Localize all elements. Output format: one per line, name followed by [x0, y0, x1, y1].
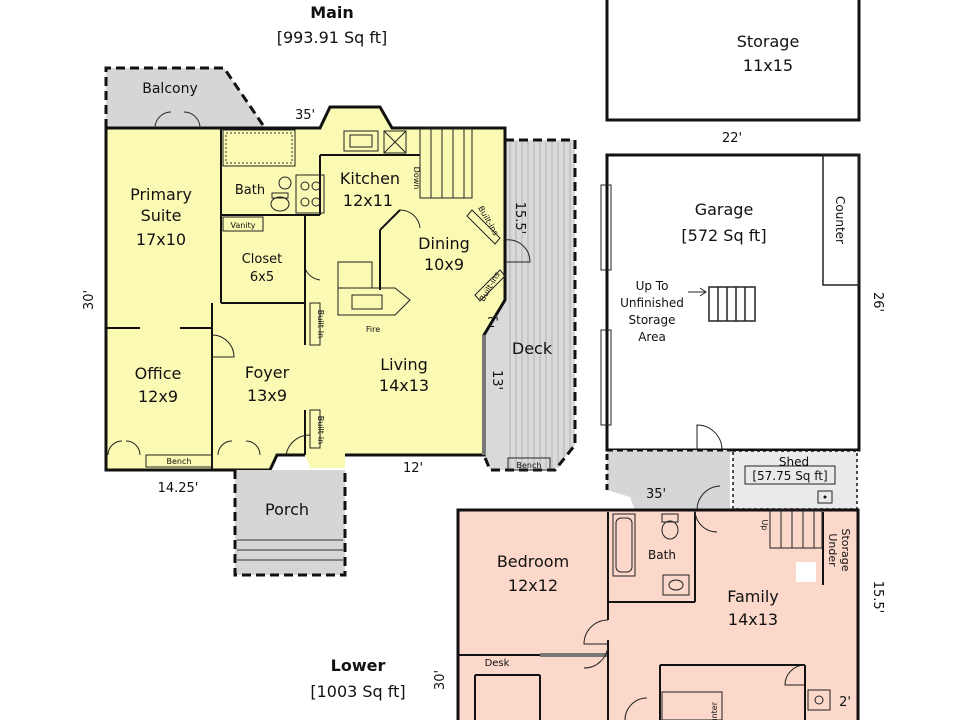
fire-label: Fire — [366, 325, 380, 334]
dining-label: Dining — [418, 234, 470, 253]
office-size: 12x9 — [138, 387, 178, 406]
balcony-label: Balcony — [142, 81, 198, 97]
closet-label: Closet — [242, 252, 283, 267]
storage-size: 11x15 — [743, 56, 793, 75]
stairs-up-label: Up — [760, 520, 769, 531]
garage: Counter Garage [572 Sq ft] Up To Unfinis… — [600, 153, 861, 452]
deck-side-dimension: 15.5' — [512, 202, 527, 235]
main-floor: Bath Vanity Down Fire Built-In Built-In … — [104, 105, 531, 472]
lower-floor-area: [1003 Sq ft] — [310, 682, 405, 701]
main-top-dimension: 35' — [295, 108, 315, 123]
shed-label: Shed — [779, 455, 809, 469]
deck-2-dimension: 2' — [487, 316, 499, 331]
family-size: 14x13 — [728, 610, 778, 629]
garage-area: [572 Sq ft] — [681, 226, 766, 245]
storage-under-label-2: Under — [826, 533, 839, 567]
unfinished-label-1: Up To — [636, 279, 669, 293]
dining-size: 10x9 — [424, 255, 464, 274]
primary-suite-size: 17x10 — [136, 230, 186, 249]
kitchen-label: Kitchen — [340, 169, 400, 188]
storage-room: Storage 11x15 — [605, 0, 861, 122]
living-size: 14x13 — [379, 376, 429, 395]
lower-bath-label: Bath — [648, 548, 676, 562]
unfinished-label-3: Storage — [629, 313, 676, 327]
deck-bench-label: Bench — [517, 461, 542, 470]
primary-suite-label-2: Suite — [141, 206, 182, 225]
vanity-label: Vanity — [231, 221, 256, 230]
main-bottom-left-dimension: 14.25' — [158, 481, 199, 496]
deck-13-dimension: 13' — [489, 370, 504, 390]
living-label: Living — [380, 355, 428, 374]
lower-right-dimension: 15.5' — [870, 581, 885, 614]
porch-label: Porch — [265, 500, 309, 519]
main-bath-label: Bath — [235, 183, 265, 198]
lower-floor: Bath Up Storage Under Desk Counter Bedro… — [456, 508, 860, 720]
deck: Bench Deck — [482, 138, 577, 472]
office-label: Office — [135, 364, 182, 383]
deck-label: Deck — [512, 339, 553, 358]
shed-area: [57.75 Sq ft] — [752, 469, 827, 483]
lower-counter-label: Counter — [710, 701, 719, 720]
closet-size: 6x5 — [250, 270, 274, 285]
living-builtin-label-2: Built-In — [316, 416, 325, 444]
storage-under-label-1: Storage — [839, 528, 852, 571]
unfinished-label-2: Unfinished — [620, 296, 684, 310]
lower-left-dimension: 30' — [433, 670, 448, 690]
kitchen-size: 12x11 — [343, 191, 393, 210]
shed: Shed [57.75 Sq ft] — [605, 448, 858, 511]
balcony: Balcony — [104, 66, 267, 129]
stairs-down-label: Down — [412, 167, 421, 190]
bedroom-label: Bedroom — [497, 552, 569, 571]
living-builtin-label-1: Built-In — [316, 310, 325, 338]
garage-counter-label: Counter — [833, 196, 847, 244]
main-floor-area: [993.91 Sq ft] — [277, 28, 388, 47]
desk-label: Desk — [485, 658, 510, 669]
unfinished-label-4: Area — [638, 330, 666, 344]
main-floor-title: Main — [310, 3, 354, 22]
office-bench-label: Bench — [167, 457, 192, 466]
primary-suite-label-1: Primary — [130, 185, 192, 204]
main-left-dimension: 30' — [82, 290, 97, 310]
lower-2-dimension: 2' — [839, 695, 851, 710]
foyer-label: Foyer — [245, 363, 290, 382]
storage-label: Storage — [737, 32, 800, 51]
garage-label: Garage — [695, 200, 754, 219]
foyer-size: 13x9 — [247, 386, 287, 405]
garage-right-dimension: 26' — [870, 292, 885, 312]
porch: Porch — [233, 470, 347, 577]
storage-bottom-dimension: 22' — [722, 131, 742, 146]
family-label: Family — [727, 587, 778, 606]
bedroom-size: 12x12 — [508, 576, 558, 595]
main-bottom-right-dimension: 12' — [403, 461, 423, 476]
lower-top-dimension: 35' — [646, 487, 666, 502]
lower-floor-title: Lower — [331, 656, 386, 675]
